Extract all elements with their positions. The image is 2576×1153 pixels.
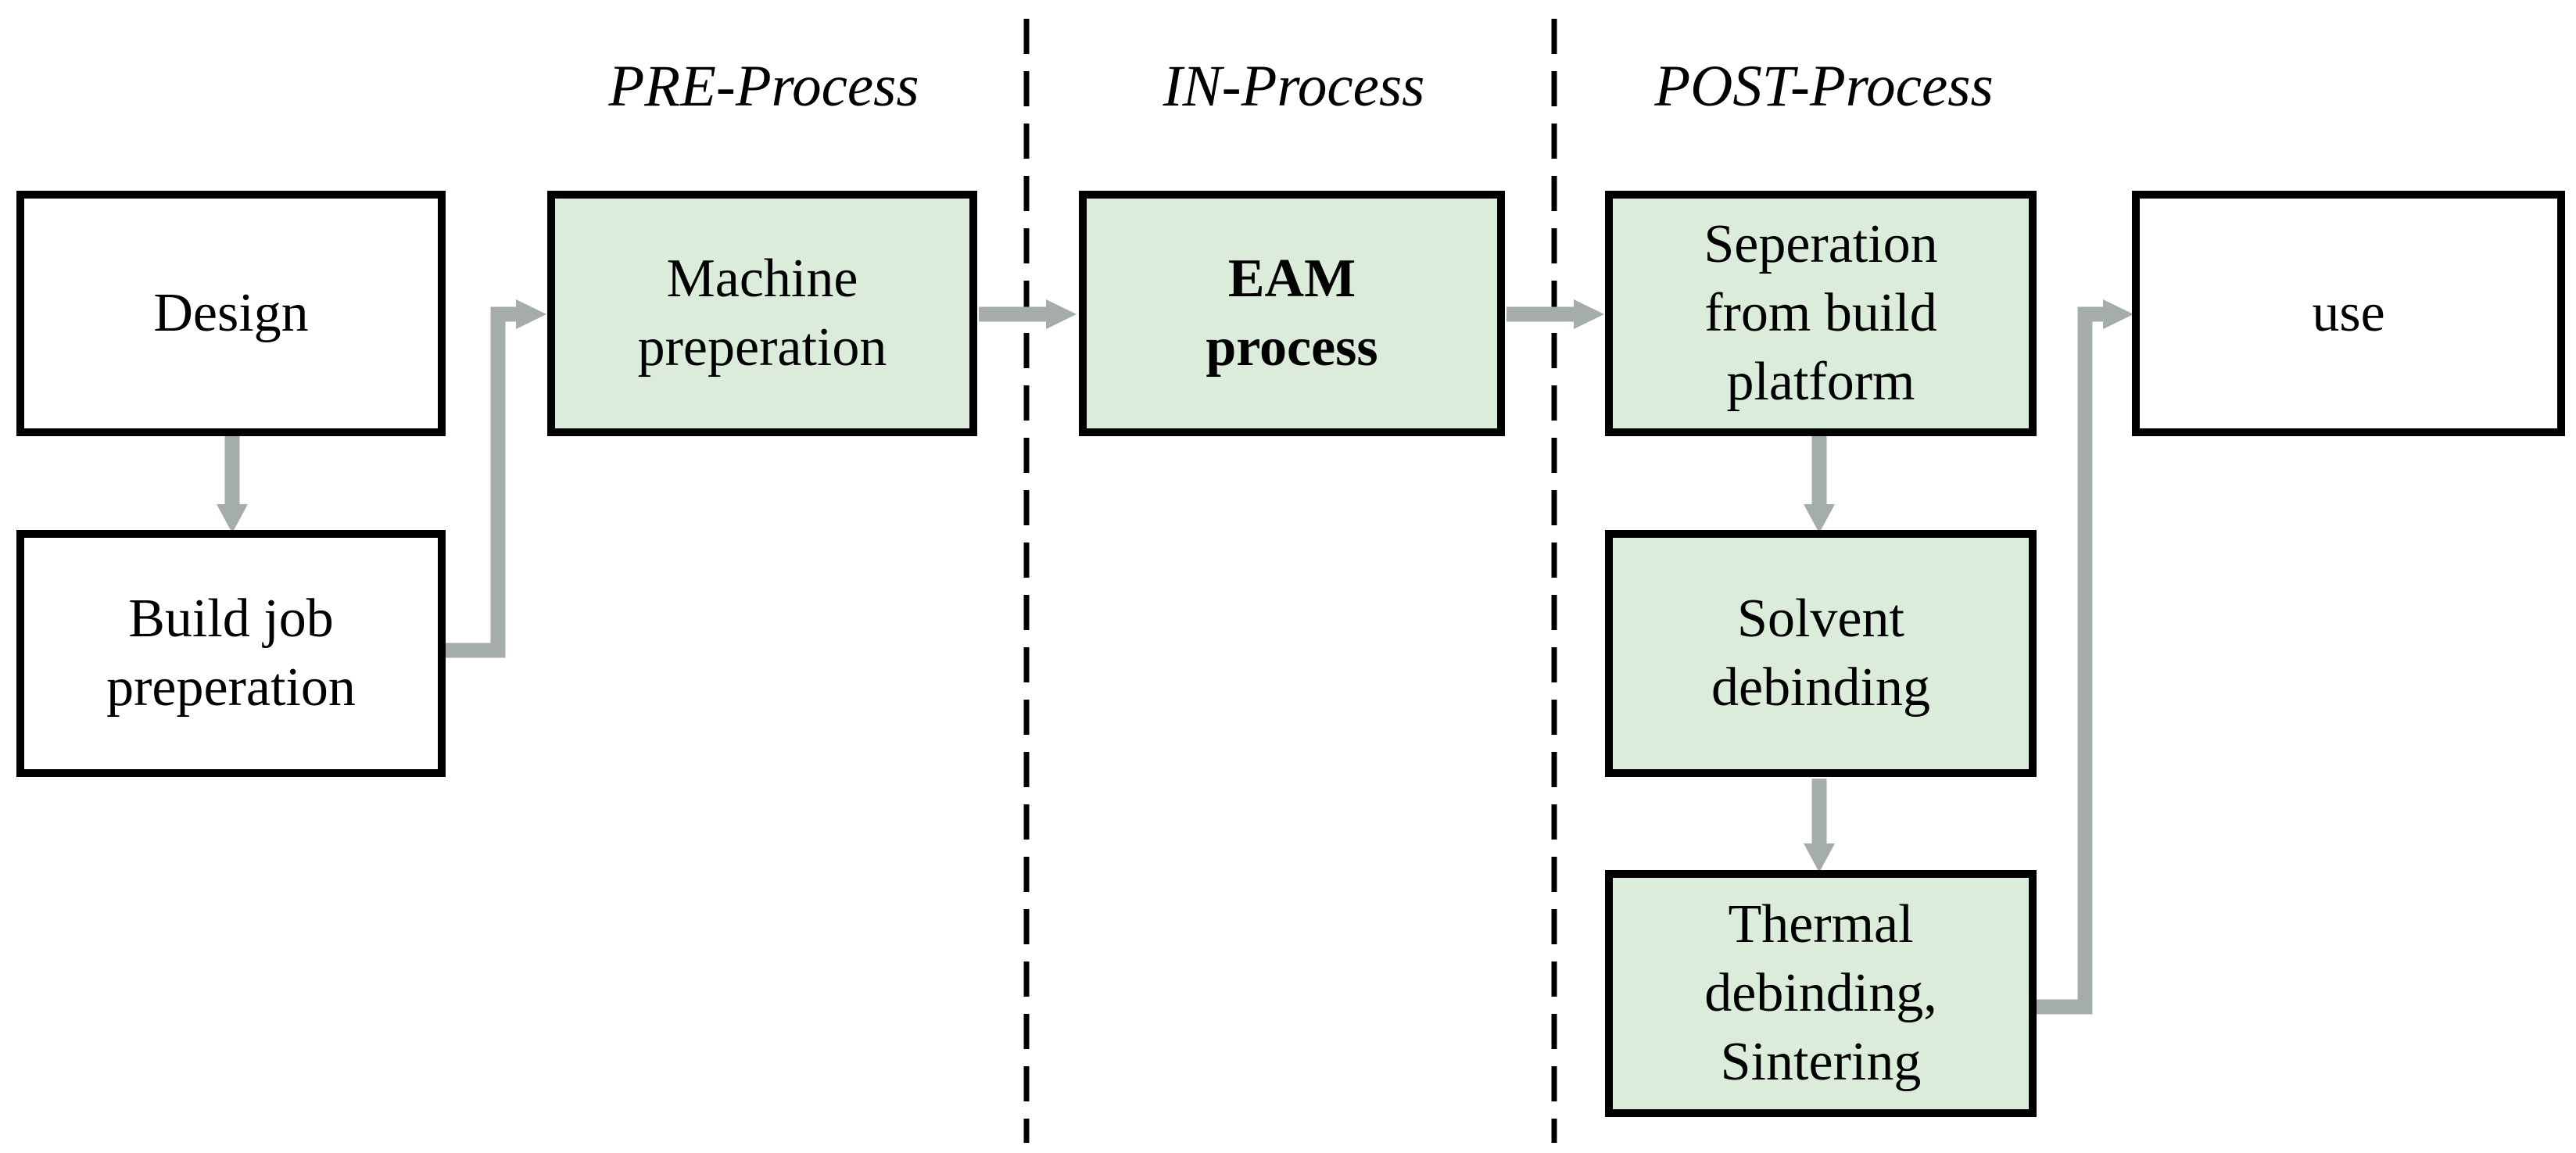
arrow-machine-preperation-to-eam [979,299,1077,329]
section-label-in-process: IN-Process [1163,54,1425,119]
box-thermal-debinding-sintering-label: Thermal debinding, Sintering [1704,893,1937,1093]
arrow-seperation-to-solvent [1804,436,1835,533]
section-label-pre-process: PRE-Process [608,54,919,119]
arrow-solvent-to-thermal [1804,779,1835,872]
box-eam-process: EAM process [1079,191,1505,436]
box-machine-preperation: Machine preperation [547,191,977,436]
box-solvent-debinding: Solvent debinding [1605,530,2037,777]
box-solvent-debinding-label: Solvent debinding [1711,588,1930,718]
box-use-label: use [2312,282,2385,343]
box-build-job-preperation: Build job preperation [16,530,446,777]
box-machine-preperation-label: Machine preperation [637,248,887,378]
arrow-build-job-to-machine-preperation [442,299,546,658]
box-use: use [2132,191,2565,436]
box-seperation-from-build-platform-label: Seperation from build platform [1704,213,1938,413]
section-label-post-process: POST-Process [1654,54,1994,119]
box-build-job-preperation-label: Build job preperation [106,588,356,718]
box-thermal-debinding-sintering: Thermal debinding, Sintering [1605,870,2037,1117]
box-design-label: Design [153,282,309,343]
box-eam-process-label: EAM process [1206,248,1378,378]
box-seperation-from-build-platform: Seperation from build platform [1605,191,2037,436]
arrow-design-to-build-job [217,436,248,533]
arrow-thermal-to-use [2033,299,2134,1015]
box-design: Design [16,191,446,436]
arrow-eam-to-seperation [1507,299,1604,329]
